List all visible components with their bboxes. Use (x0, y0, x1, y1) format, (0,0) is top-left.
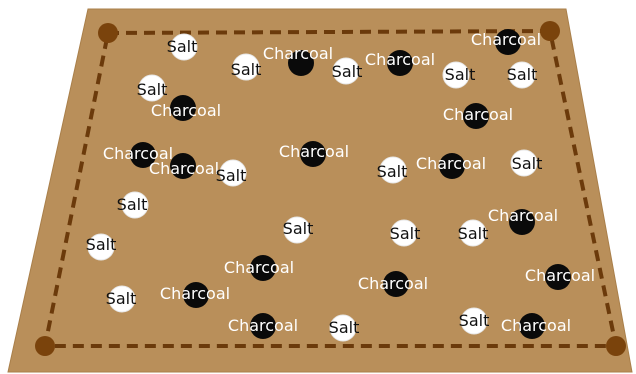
charcoal-marker (387, 50, 413, 76)
salt-marker (509, 62, 535, 88)
salt-marker (391, 220, 417, 246)
charcoal-marker (545, 264, 571, 290)
charcoal-marker (519, 313, 545, 339)
charcoal-marker (170, 95, 196, 121)
charcoal-marker (439, 153, 465, 179)
charcoal-marker (463, 103, 489, 129)
salt-marker (380, 157, 406, 183)
salt-marker (220, 160, 246, 186)
salt-marker (443, 62, 469, 88)
charcoal-marker (509, 209, 535, 235)
corner-post (540, 21, 560, 41)
salt-marker (233, 54, 259, 80)
charcoal-marker (288, 50, 314, 76)
salt-marker (122, 192, 148, 218)
salt-marker (109, 286, 135, 312)
salt-marker (333, 58, 359, 84)
salt-marker (88, 234, 114, 260)
salt-marker (511, 150, 537, 176)
corner-post (35, 336, 55, 356)
charcoal-marker (130, 142, 156, 168)
charcoal-marker (250, 255, 276, 281)
corner-post (98, 23, 118, 43)
charcoal-marker (300, 141, 326, 167)
corner-post (606, 336, 626, 356)
salt-marker (460, 220, 486, 246)
salt-marker (284, 217, 310, 243)
salt-marker (139, 75, 165, 101)
charcoal-marker (250, 313, 276, 339)
charcoal-marker (383, 271, 409, 297)
salt-marker (171, 34, 197, 60)
salt-marker (330, 315, 356, 341)
charcoal-marker (183, 282, 209, 308)
charcoal-marker (170, 153, 196, 179)
charcoal-marker (495, 29, 521, 55)
salt-marker (461, 308, 487, 334)
